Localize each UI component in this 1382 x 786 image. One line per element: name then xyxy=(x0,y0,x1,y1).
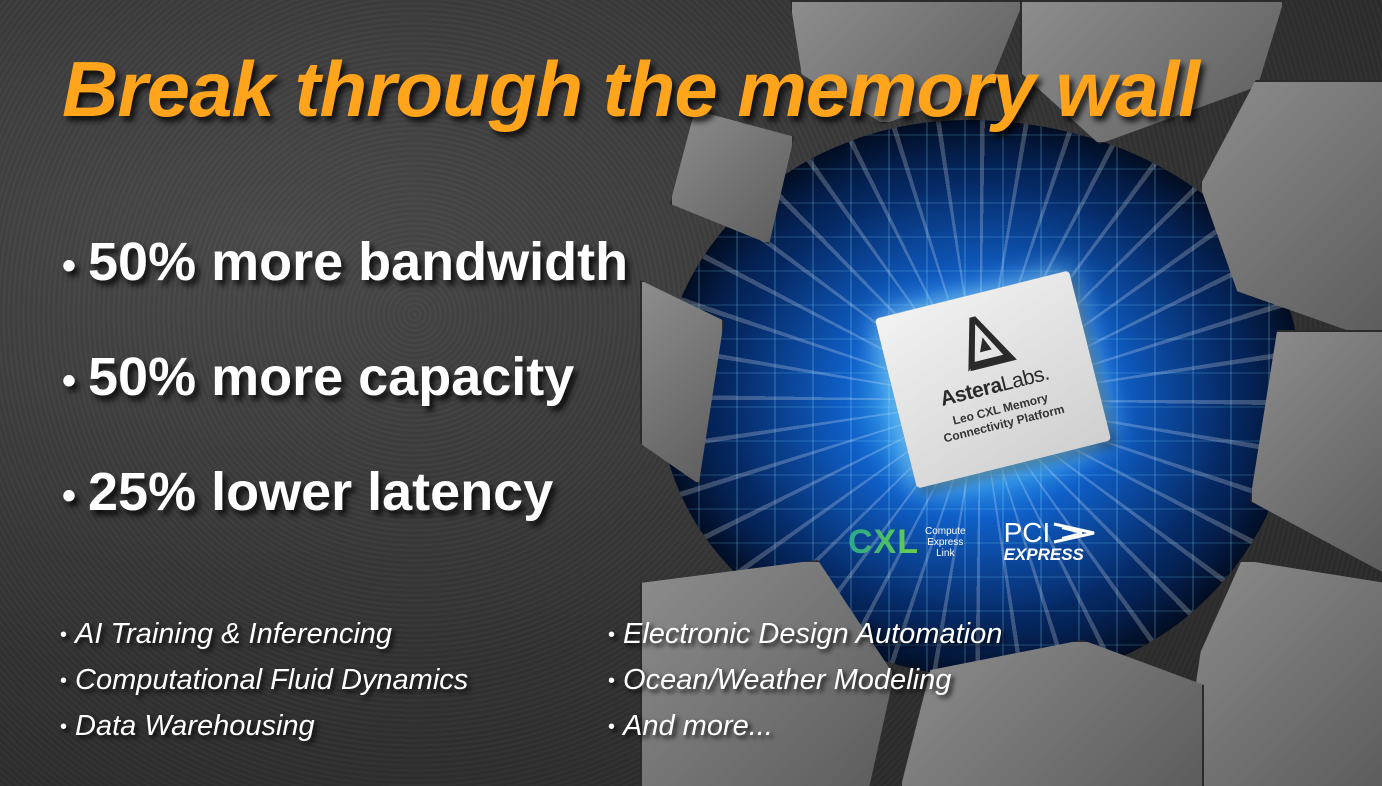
benefit-text: 50% more bandwidth xyxy=(88,232,629,292)
cxl-text-line: Link xyxy=(936,547,955,559)
pcie-arrow-icon xyxy=(1053,522,1095,544)
bullet-icon: • xyxy=(60,623,68,646)
bullet-icon: • xyxy=(608,623,616,646)
use-case-text: Electronic Design Automation xyxy=(623,618,1003,650)
cxl-wordmark: Compute Express Link xyxy=(925,526,966,559)
bullet-icon: • xyxy=(62,473,77,518)
cxl-mark: CXL xyxy=(848,522,919,561)
benefit-text: 25% lower latency xyxy=(88,462,554,522)
bullet-icon: • xyxy=(60,669,68,692)
bullet-icon: • xyxy=(608,715,616,738)
bullet-icon: • xyxy=(608,669,616,692)
astera-labs-triangle-icon xyxy=(879,288,1088,398)
benefit-item: •50% more bandwidth xyxy=(62,228,628,343)
benefit-item: •50% more capacity xyxy=(62,343,628,458)
use-case-text: Computational Fluid Dynamics xyxy=(75,663,469,696)
use-case-item: • Ocean/Weather Modeling xyxy=(608,658,1002,704)
cxl-logo: CXL Compute Express Link xyxy=(848,523,966,562)
use-case-text: And more... xyxy=(623,709,773,742)
use-case-text: Data Warehousing xyxy=(75,709,315,742)
use-case-text: AI Training & Inferencing xyxy=(75,618,393,650)
bullet-icon: • xyxy=(60,715,68,738)
benefit-item: •25% lower latency xyxy=(62,458,628,573)
pcie-text: PCI xyxy=(1003,517,1051,548)
cxl-text-line: Express xyxy=(927,536,964,548)
use-cases-column-2: • Electronic Design Automation • Ocean/Wea… xyxy=(608,612,1002,750)
bullet-icon: • xyxy=(62,243,77,288)
use-case-text: Ocean/Weather Modeling xyxy=(623,663,952,696)
use-case-item: • And more... xyxy=(608,704,1002,750)
pcie-express-text: EXPRESS xyxy=(1003,545,1084,564)
pci-express-logo: PCI EXPRESS xyxy=(1003,517,1097,564)
use-case-item: • Data Warehousing xyxy=(60,704,468,750)
use-case-item: • AI Training & Inferencing xyxy=(60,612,468,658)
bullet-icon: • xyxy=(62,358,77,403)
slide-title: Break through the memory wall xyxy=(62,45,1200,133)
use-case-item: • Electronic Design Automation xyxy=(608,612,1002,658)
standards-logos: CXL Compute Express Link PCI EXPRESS xyxy=(848,517,1097,564)
benefit-text: 50% more capacity xyxy=(88,347,575,407)
leo-cxl-chip: AsteraLabs. Leo CXL Memory Connectivity … xyxy=(874,270,1112,489)
cxl-text-line: Compute xyxy=(925,525,966,537)
use-cases-column-1: • AI Training & Inferencing • Computationa… xyxy=(60,612,468,750)
benefits-list: •50% more bandwidth •50% more capacity •… xyxy=(62,228,628,573)
use-case-item: • Computational Fluid Dynamics xyxy=(60,658,468,704)
